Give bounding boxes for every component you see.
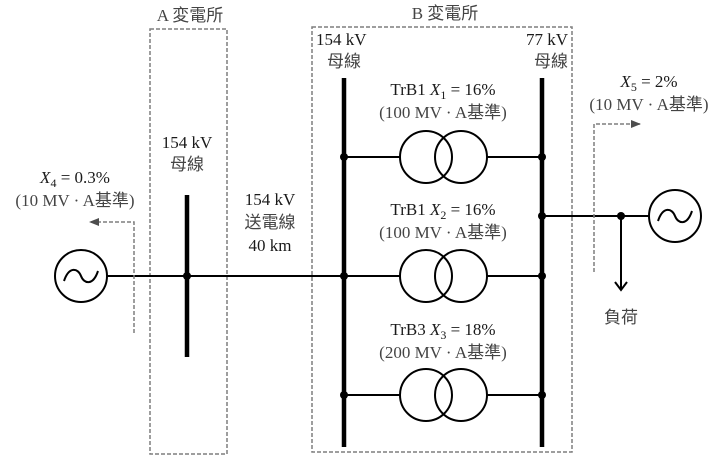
transformer-2-base: (100 MV · A基準): [379, 223, 507, 242]
junction-dot: [538, 212, 546, 220]
source-left-label: X4 = 0.3%: [40, 168, 110, 190]
load-label: 負荷: [604, 308, 638, 327]
transformer-trb1-2: [340, 249, 546, 303]
source-left-base: (10 MV · A基準): [15, 191, 135, 210]
bus-a-label: 母線: [170, 155, 204, 174]
source-right-label: X5 = 2%: [620, 72, 678, 94]
substation-a-title: A 変電所: [156, 6, 224, 25]
bus-a-voltage: 154 kV: [161, 133, 213, 152]
generator-left-icon: [54, 249, 108, 303]
line-voltage: 154 kV: [244, 190, 296, 209]
x4-direction-arrow: [89, 218, 135, 333]
bus-b-hv-voltage: 154 kV: [316, 30, 367, 49]
transformer-2-label: TrB1 X2 = 16%: [390, 200, 496, 222]
transformer-1-label: TrB1 X1 = 16%: [390, 80, 496, 102]
bus-b-hv-label: 母線: [327, 52, 361, 71]
source-right-base: (10 MV · A基準): [589, 95, 709, 114]
substation-b-box: [311, 26, 573, 453]
transformer-1-base: (100 MV · A基準): [379, 103, 507, 122]
substation-a-box: [149, 28, 228, 455]
transformer-3-label: TrB3 X3 = 18%: [390, 320, 496, 342]
transformer-trb3: [340, 368, 546, 422]
generator-right-icon: [648, 189, 702, 243]
line-name: 送電線: [244, 213, 296, 232]
line-length: 40 km: [248, 236, 292, 255]
transformer-trb1-1: [340, 130, 546, 184]
bus-b-lv-voltage: 77 kV: [525, 30, 568, 49]
junction-dot: [183, 272, 191, 280]
bus-b-lv-label: 母線: [534, 52, 568, 71]
x5-direction-arrow: [593, 120, 641, 272]
transformer-3-base: (200 MV · A基準): [379, 343, 507, 362]
substation-b-title: B 変電所: [411, 4, 479, 23]
